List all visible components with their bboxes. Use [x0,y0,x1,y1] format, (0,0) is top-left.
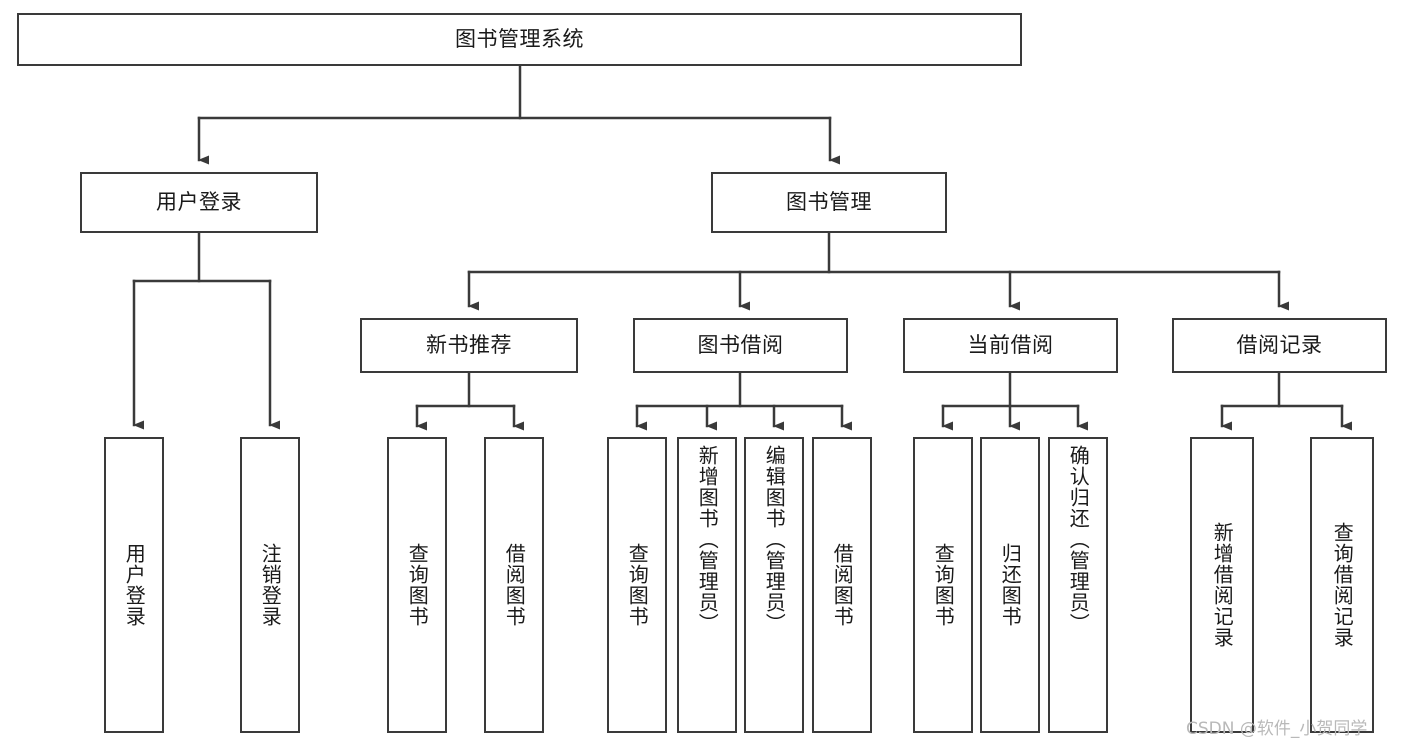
leaf-return-book-label: 归还图书 [998,543,1023,627]
leaf-query-book-3-label: 查询图书 [931,543,956,627]
watermark-text: CSDN @软件_小贺同学 [1186,719,1368,739]
leaf-confirm-return-label: 确认归还（管理员） [1066,445,1091,634]
node-root[interactable]: 图书管理系统 [17,13,1022,66]
leaf-user-login-label: 用户登录 [122,543,147,627]
leaf-edit-book-label: 编辑图书（管理员） [762,445,787,634]
node-borrow-record-label: 借阅记录 [1236,332,1323,357]
leaf-edit-book[interactable]: 编辑图书（管理员） [744,437,804,733]
leaf-confirm-return[interactable]: 确认归还（管理员） [1048,437,1108,733]
leaf-query-book-1-label: 查询图书 [405,543,430,627]
node-book-manage-label: 图书管理 [786,189,872,214]
leaf-add-book-label: 新增图书（管理员） [695,445,720,634]
leaf-query-book-2-label: 查询图书 [625,543,650,627]
node-book-borrow[interactable]: 图书借阅 [633,318,848,373]
leaf-add-record-label: 新增借阅记录 [1210,522,1235,648]
leaf-borrow-book-1[interactable]: 借阅图书 [484,437,544,733]
node-book-borrow-label: 图书借阅 [697,332,784,357]
leaf-return-book[interactable]: 归还图书 [980,437,1040,733]
leaf-user-login[interactable]: 用户登录 [104,437,164,733]
leaf-add-book[interactable]: 新增图书（管理员） [677,437,737,733]
node-current-borrow[interactable]: 当前借阅 [903,318,1118,373]
node-borrow-record[interactable]: 借阅记录 [1172,318,1387,373]
node-user-login[interactable]: 用户登录 [80,172,318,233]
leaf-borrow-book-2[interactable]: 借阅图书 [812,437,872,733]
leaf-query-record-label: 查询借阅记录 [1330,522,1355,648]
node-current-borrow-label: 当前借阅 [967,332,1054,357]
node-root-label: 图书管理系统 [455,26,584,51]
node-user-login-label: 用户登录 [156,189,242,214]
leaf-query-book-1[interactable]: 查询图书 [387,437,447,733]
leaf-borrow-book-1-label: 借阅图书 [502,543,527,627]
node-book-manage[interactable]: 图书管理 [711,172,947,233]
leaf-logout[interactable]: 注销登录 [240,437,300,733]
leaf-borrow-book-2-label: 借阅图书 [830,543,855,627]
leaf-query-book-2[interactable]: 查询图书 [607,437,667,733]
leaf-logout-label: 注销登录 [258,543,283,627]
leaf-add-record[interactable]: 新增借阅记录 [1190,437,1254,733]
node-new-book-rec[interactable]: 新书推荐 [360,318,578,373]
leaf-query-record[interactable]: 查询借阅记录 [1310,437,1374,733]
node-new-book-rec-label: 新书推荐 [426,332,512,357]
leaf-query-book-3[interactable]: 查询图书 [913,437,973,733]
